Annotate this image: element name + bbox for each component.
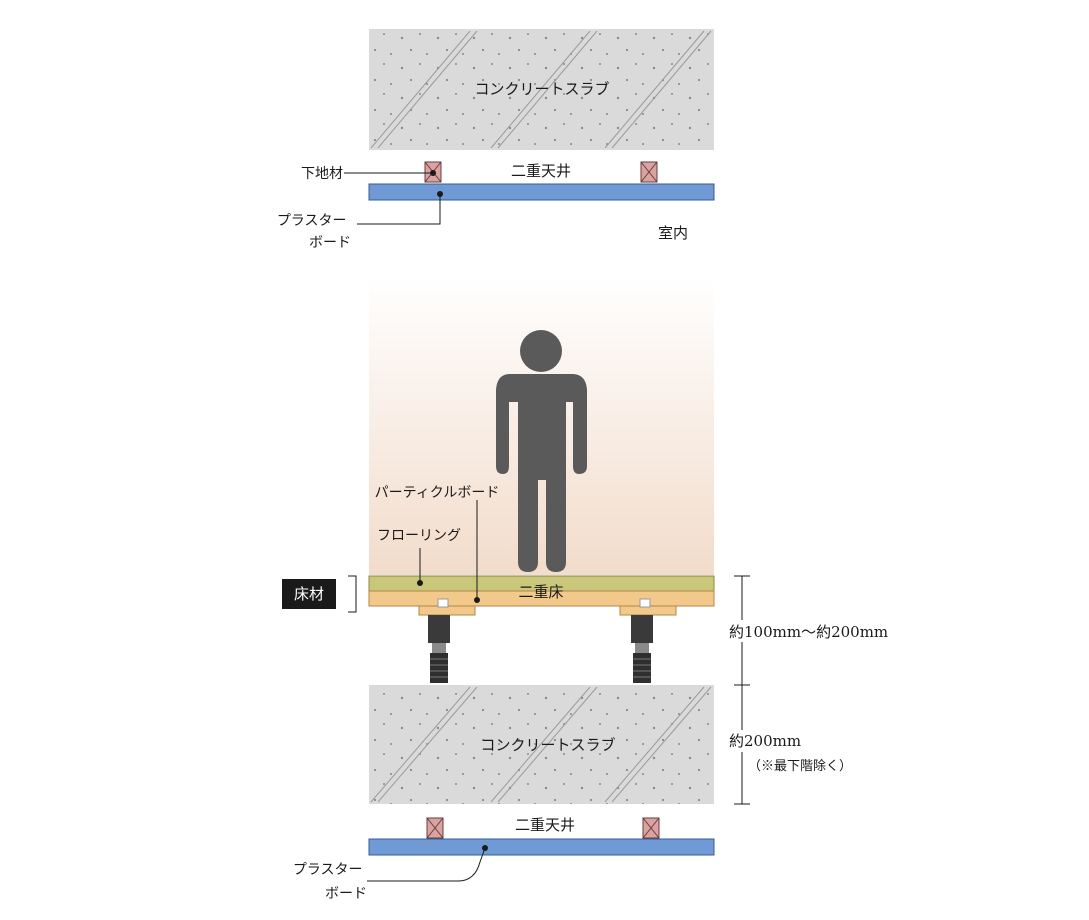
floor-material-badge: 床材 [282, 575, 357, 613]
double-ceiling-top-label: 二重天井 [511, 162, 571, 180]
double-ceiling-bottom: 二重天井 [368, 816, 715, 856]
flooring-callout: フローリング [377, 528, 461, 586]
substrate-block [642, 817, 660, 839]
dim-slab-label: 約200mm [729, 732, 801, 750]
floor-support-leg [619, 598, 677, 683]
dim-floor-label: 約100mm〜約200mm [729, 623, 888, 641]
floor-material-label: 床材 [294, 585, 324, 603]
plaster-board-bottom [368, 838, 715, 856]
substrate-callout: 下地材 [301, 166, 436, 182]
substrate-label: 下地材 [301, 166, 343, 182]
room-label: 室内 [658, 224, 688, 242]
particle-board-layer [368, 590, 715, 607]
double-ceiling-bottom-label: 二重天井 [515, 816, 575, 834]
plaster-board-top-label: プラスター ボード [277, 213, 351, 251]
substrate-block [426, 817, 444, 839]
substrate-block [640, 161, 658, 183]
plaster-board-bottom-line2: ボード [325, 886, 367, 902]
plaster-board-top-callout: プラスター ボード [277, 191, 443, 251]
plaster-board-top-line1: プラスター [277, 213, 347, 229]
particle-board-label: パーティクルボード [375, 485, 500, 501]
particle-board-callout: パーティクルボード [375, 485, 500, 603]
flooring-label: フローリング [377, 528, 461, 544]
plaster-board-top [368, 183, 715, 201]
dim-slab-note: （※最下階除く） [748, 759, 852, 774]
plaster-board-bottom-line1: プラスター [293, 862, 363, 878]
person-icon [496, 330, 587, 572]
dimension-lines [734, 575, 750, 805]
plaster-board-top-line2: ボード [309, 235, 351, 251]
floor-material-bracket [348, 575, 357, 613]
plaster-board-bottom-callout: プラスター ボード [293, 845, 488, 902]
double-floor-label: 二重床 [518, 583, 563, 601]
plaster-board-bottom-label: プラスター ボード [293, 862, 367, 902]
concrete-slab-bottom: コンクリートスラブ [369, 685, 714, 804]
double-ceiling-top: 二重天井 [368, 161, 715, 201]
slab-bottom-label: コンクリートスラブ [480, 736, 615, 754]
floor-support-leg [418, 598, 476, 683]
concrete-slab-top: コンクリートスラブ [369, 29, 714, 150]
slab-top-label: コンクリートスラブ [474, 80, 609, 98]
